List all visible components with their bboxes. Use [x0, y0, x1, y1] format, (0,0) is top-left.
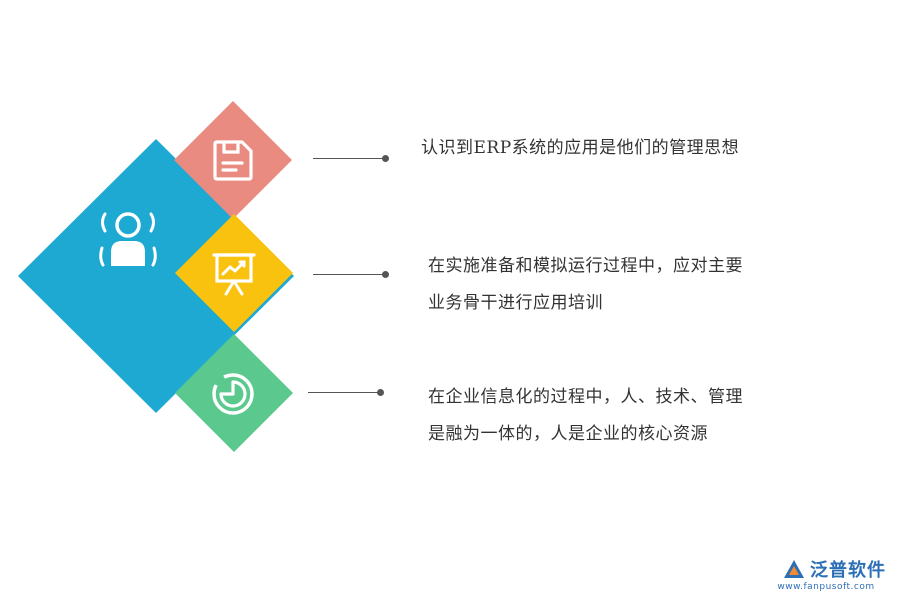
connector-dot-3 [377, 389, 384, 396]
brand-name: 泛普软件 [810, 560, 886, 581]
item-text-2: 在实施准备和模拟运行过程中，应对主要业务骨干进行应用培训 [428, 256, 743, 313]
presentation-chart-icon [212, 253, 256, 296]
pie-chart-icon [212, 373, 254, 415]
save-document-icon [213, 140, 253, 181]
brand-logo: 泛普软件 www.fanpusoft.com [766, 556, 886, 592]
item-text-3: 在企业信息化的过程中，人、技术、管理是融为一体的，人是企业的核心资源 [428, 387, 743, 444]
connector-dot-1 [382, 155, 389, 162]
item-text-1: 认识到ERP系统的应用是他们的管理思想 [421, 138, 740, 158]
user-icon [99, 212, 157, 267]
brand-mark-icon [784, 560, 804, 578]
connector-line-1 [313, 158, 385, 159]
diamond-item-2 [175, 214, 293, 332]
connector-line-2 [313, 274, 385, 275]
connector-dot-2 [382, 271, 389, 278]
connector-line-3 [308, 392, 380, 393]
brand-url: www.fanpusoft.com [777, 582, 875, 592]
diamond-item-1 [174, 101, 292, 219]
